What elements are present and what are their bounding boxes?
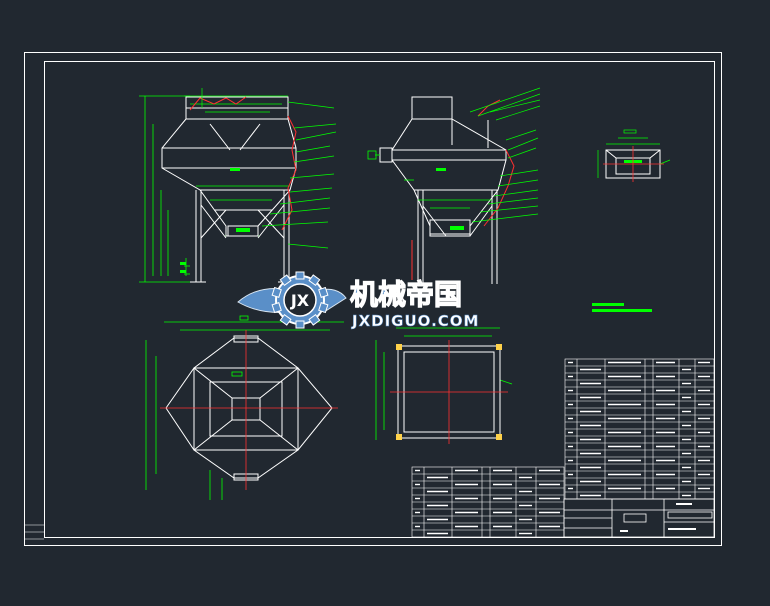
gear-tooth [271, 302, 282, 314]
gear-tooth [308, 274, 321, 287]
front-elevation-view [139, 88, 337, 283]
gear-icon: JX [271, 271, 329, 329]
plan-view [145, 315, 344, 500]
watermark-chinese-text: 机械帝国 [350, 278, 462, 311]
gear-tooth [308, 313, 321, 326]
gear-tooth [295, 271, 305, 280]
watermark-logo: JX 机械帝国 JXDIGUO.COM [237, 271, 479, 330]
technical-notes-block [592, 303, 652, 312]
gear-tooth [318, 302, 329, 314]
gear-tooth [279, 313, 292, 326]
gear-tooth [271, 286, 282, 298]
gear-tooth [318, 286, 329, 298]
base-frame-plan-view [375, 327, 513, 444]
parts-list-upper [564, 358, 715, 500]
parts-list-lower [411, 466, 565, 538]
title-block [563, 498, 715, 538]
watermark-url-text: JXDIGUO.COM [351, 312, 479, 330]
logo-letters: JX [290, 291, 310, 310]
gear-tooth [295, 320, 305, 329]
side-elevation-view [367, 87, 541, 284]
gear-tooth [279, 274, 292, 287]
detail-section-view [597, 129, 671, 182]
sheet-frame [24, 52, 722, 546]
